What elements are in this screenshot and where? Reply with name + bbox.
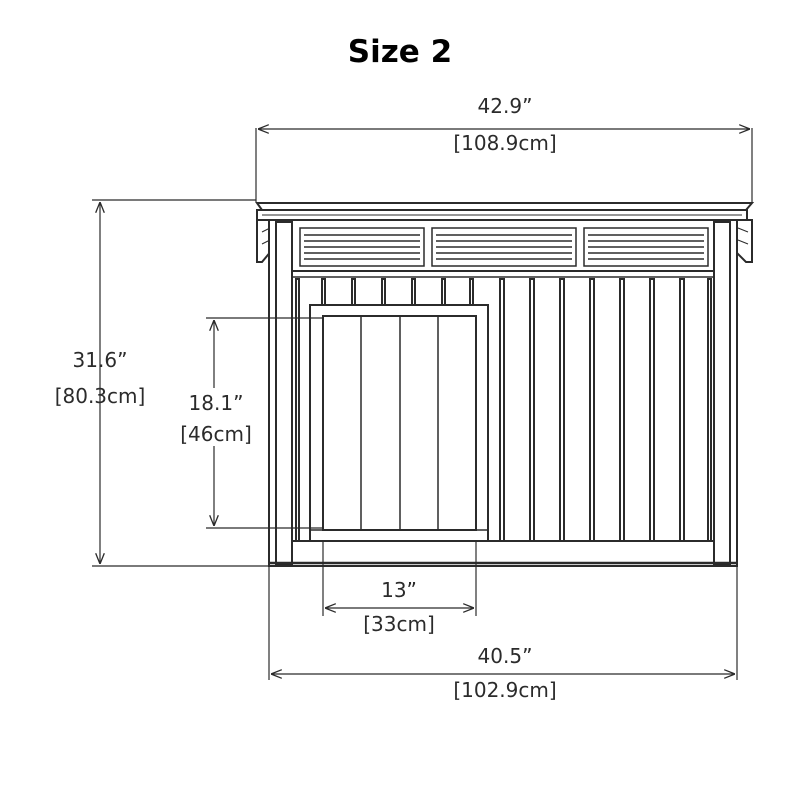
base-width-imperial: 40.5” [478,644,533,668]
shed-drawing [255,202,755,567]
door-width-metric: [33cm] [363,612,435,636]
diagram-title: Size 2 [347,34,453,70]
door-height-label-bg [138,388,262,446]
total-height-metric: [80.3cm] [55,384,146,408]
siding-boards [295,278,712,542]
vent-center [431,227,577,267]
dimension-labels: 42.9” [108.9cm] 31.6” [80.3cm] 18.1” [46… [55,94,557,702]
base-width-metric: [102.9cm] [453,678,556,702]
total-width-metric: [108.9cm] [453,131,556,155]
door-opening [309,304,489,542]
vent-left [299,227,425,267]
total-width-imperial: 42.9” [478,94,533,118]
door-height-metric: [46cm] [180,422,252,446]
total-height-imperial: 31.6” [73,348,128,372]
door-height-imperial: 18.1” [189,391,244,415]
door-width-imperial: 13” [381,578,417,602]
vent-right [583,227,709,267]
